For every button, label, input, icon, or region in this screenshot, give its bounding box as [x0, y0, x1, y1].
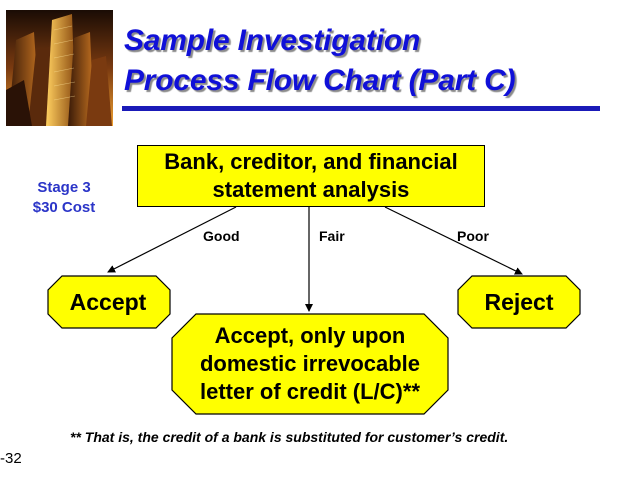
page-title-line-2: Process Flow Chart (Part C): [124, 64, 516, 97]
footnote: ** That is, the credit of a bank is subs…: [70, 429, 509, 445]
branch-label-poor: Poor: [457, 228, 489, 244]
stage-cost: $30 Cost: [32, 199, 96, 216]
accept-lc-line-3: letter of credit (L/C)**: [199, 379, 421, 404]
accept-label: Accept: [69, 289, 147, 315]
accept-octagon: [47, 275, 171, 329]
accept-lc-label: Accept, only upon domestic irrevocable l…: [172, 315, 448, 413]
analysis-box-line-1: Bank, creditor, and financial: [164, 149, 458, 174]
reject-octagon: [457, 275, 581, 329]
page-title-line-1: Sample Investigation: [124, 24, 421, 57]
analysis-box: Bank, creditor, and financial statement …: [137, 145, 485, 207]
branch-label-good: Good: [203, 228, 240, 244]
accept-lc-line-1: Accept, only upon: [214, 323, 406, 348]
arrow-poor: [384, 206, 523, 275]
analysis-box-line-2: statement analysis: [212, 177, 410, 202]
page-number: -32: [0, 450, 22, 467]
accept-lc-octagon: [171, 313, 449, 415]
skyscrapers-photo: [6, 10, 113, 126]
arrow-good: [107, 206, 237, 273]
title-underline: [122, 106, 600, 111]
stage-label: Stage 3: [37, 179, 91, 196]
accept-lc-line-2: domestic irrevocable: [199, 351, 421, 376]
branch-label-fair: Fair: [319, 228, 345, 244]
reject-label: Reject: [484, 289, 554, 315]
